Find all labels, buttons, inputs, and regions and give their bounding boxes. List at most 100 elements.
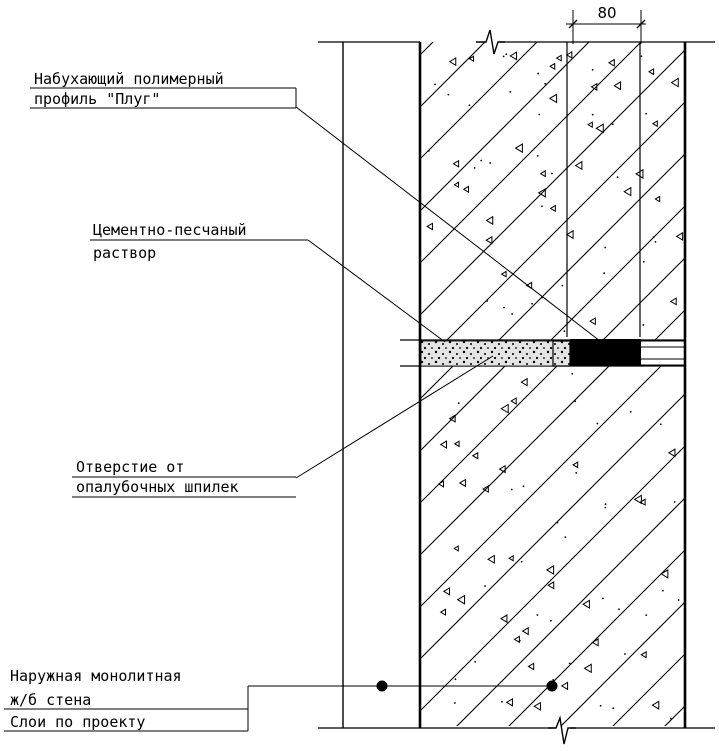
aggregate-dot bbox=[624, 653, 626, 655]
hatch-line bbox=[421, 42, 434, 55]
aggregate-dot bbox=[480, 159, 483, 162]
hatch-line bbox=[654, 309, 685, 340]
aggregate-mark bbox=[669, 297, 677, 306]
aggregate-dot bbox=[604, 506, 607, 509]
hatch-line bbox=[0, 2, 161, 380]
label-mortar-line2: раствор bbox=[93, 244, 156, 262]
aggregate-mark bbox=[549, 204, 556, 213]
aggregate-dot bbox=[677, 599, 680, 601]
leader-dot-layers bbox=[546, 680, 558, 692]
aggregate-dot bbox=[550, 619, 552, 622]
aggregate-mark bbox=[537, 187, 546, 198]
aggregate-dot bbox=[596, 422, 599, 425]
aggregate-mark bbox=[548, 93, 558, 104]
aggregate-mark bbox=[660, 569, 669, 579]
aggregate-mark bbox=[521, 626, 529, 636]
aggregate-dot bbox=[503, 306, 505, 309]
aggregate-dot bbox=[544, 82, 547, 85]
leader-mortar bbox=[307, 239, 446, 343]
aggregate-mark bbox=[667, 448, 676, 458]
aggregate-dot bbox=[563, 330, 566, 333]
hatch-line bbox=[421, 366, 454, 399]
aggregate-mark bbox=[613, 81, 622, 91]
aggregate-dot bbox=[551, 172, 553, 175]
leader-dot-wall bbox=[376, 680, 388, 692]
aggregate-dot bbox=[564, 536, 567, 539]
aggregate-dot bbox=[652, 236, 655, 239]
aggregate-mark bbox=[639, 498, 646, 506]
aggregate-dot bbox=[603, 272, 606, 275]
hatch-line bbox=[1, 326, 441, 754]
top-break-symbol bbox=[476, 29, 505, 55]
hatch-line bbox=[0, 2, 265, 380]
hatch-line bbox=[421, 42, 538, 159]
aggregate-dot bbox=[568, 662, 571, 665]
aggregate-mark bbox=[527, 662, 535, 671]
aggregate-dot bbox=[599, 704, 602, 707]
hatch-line bbox=[498, 153, 685, 340]
hatch-line bbox=[0, 326, 233, 754]
aggregate-mark bbox=[499, 614, 508, 624]
hatch-line bbox=[0, 326, 389, 754]
hatch-line bbox=[421, 366, 610, 555]
aggregate-mark bbox=[471, 451, 479, 460]
aggregate-dot bbox=[669, 717, 672, 720]
hatch-line bbox=[667, 2, 719, 380]
aggregate-dot bbox=[536, 154, 539, 157]
aggregate-dot bbox=[552, 679, 555, 681]
aggregate-dot bbox=[501, 700, 503, 703]
aggregate-dot bbox=[522, 485, 525, 488]
aggregate-dot bbox=[661, 589, 664, 592]
aggregate-dot bbox=[575, 472, 578, 474]
aggregate-mark bbox=[549, 62, 556, 71]
hatch-line bbox=[664, 705, 685, 726]
aggregate-mark bbox=[670, 77, 679, 88]
aggregate-dot bbox=[510, 488, 513, 491]
aggregate-dot bbox=[489, 162, 492, 164]
leader-profile bbox=[295, 106, 601, 342]
aggregate-mark bbox=[453, 181, 460, 189]
aggregate-dot bbox=[538, 113, 541, 116]
label-profile-line2: профиль "Плуг" bbox=[34, 90, 160, 108]
aggregate-mark bbox=[545, 565, 555, 575]
hatch-line bbox=[612, 653, 685, 726]
hatch-line bbox=[421, 366, 662, 607]
hatch-line bbox=[508, 549, 685, 726]
concrete-hatch-lower bbox=[0, 326, 685, 754]
aggregate-mark bbox=[520, 377, 528, 387]
aggregate-mark bbox=[590, 82, 598, 91]
aggregate-dot bbox=[629, 410, 632, 413]
aggregate-mark bbox=[565, 50, 573, 59]
aggregate-mark bbox=[453, 545, 459, 552]
aggregate-mark bbox=[442, 587, 451, 596]
hatch-line bbox=[0, 2, 317, 380]
aggregate-mark bbox=[485, 215, 494, 226]
aggregate-mark bbox=[555, 54, 562, 62]
aggregate-mark bbox=[456, 594, 466, 605]
aggregate-dot bbox=[640, 55, 643, 58]
hatch-line bbox=[602, 257, 685, 340]
hatch-line bbox=[0, 326, 337, 754]
aggregate-dot bbox=[645, 112, 648, 115]
aggregate-mark bbox=[500, 270, 507, 278]
aggregate-mark bbox=[452, 159, 460, 168]
dimension-value: 80 bbox=[597, 4, 616, 22]
aggregate-mark bbox=[487, 554, 495, 564]
aggregate-dot bbox=[541, 205, 543, 208]
aggregate-dot bbox=[509, 91, 512, 93]
hatch-line bbox=[421, 393, 685, 659]
aggregate-mark bbox=[509, 51, 518, 61]
aggregate-mark bbox=[623, 186, 632, 197]
aggregate-mark bbox=[574, 160, 583, 171]
aggregate-dot bbox=[642, 260, 645, 263]
aggregate-mark bbox=[640, 650, 647, 659]
aggregate-mark bbox=[505, 698, 513, 707]
label-mortar-line1: Цементно-песчаный bbox=[93, 221, 247, 239]
aggregate-mark bbox=[651, 120, 658, 128]
label-wall-line1: Наружная монолитная bbox=[10, 667, 182, 685]
aggregate-mark bbox=[448, 57, 457, 67]
label-hole: Отверстие от опалубочных шпилек bbox=[72, 458, 296, 498]
aggregate-mark bbox=[572, 461, 579, 469]
aggregate-dot bbox=[654, 240, 657, 243]
